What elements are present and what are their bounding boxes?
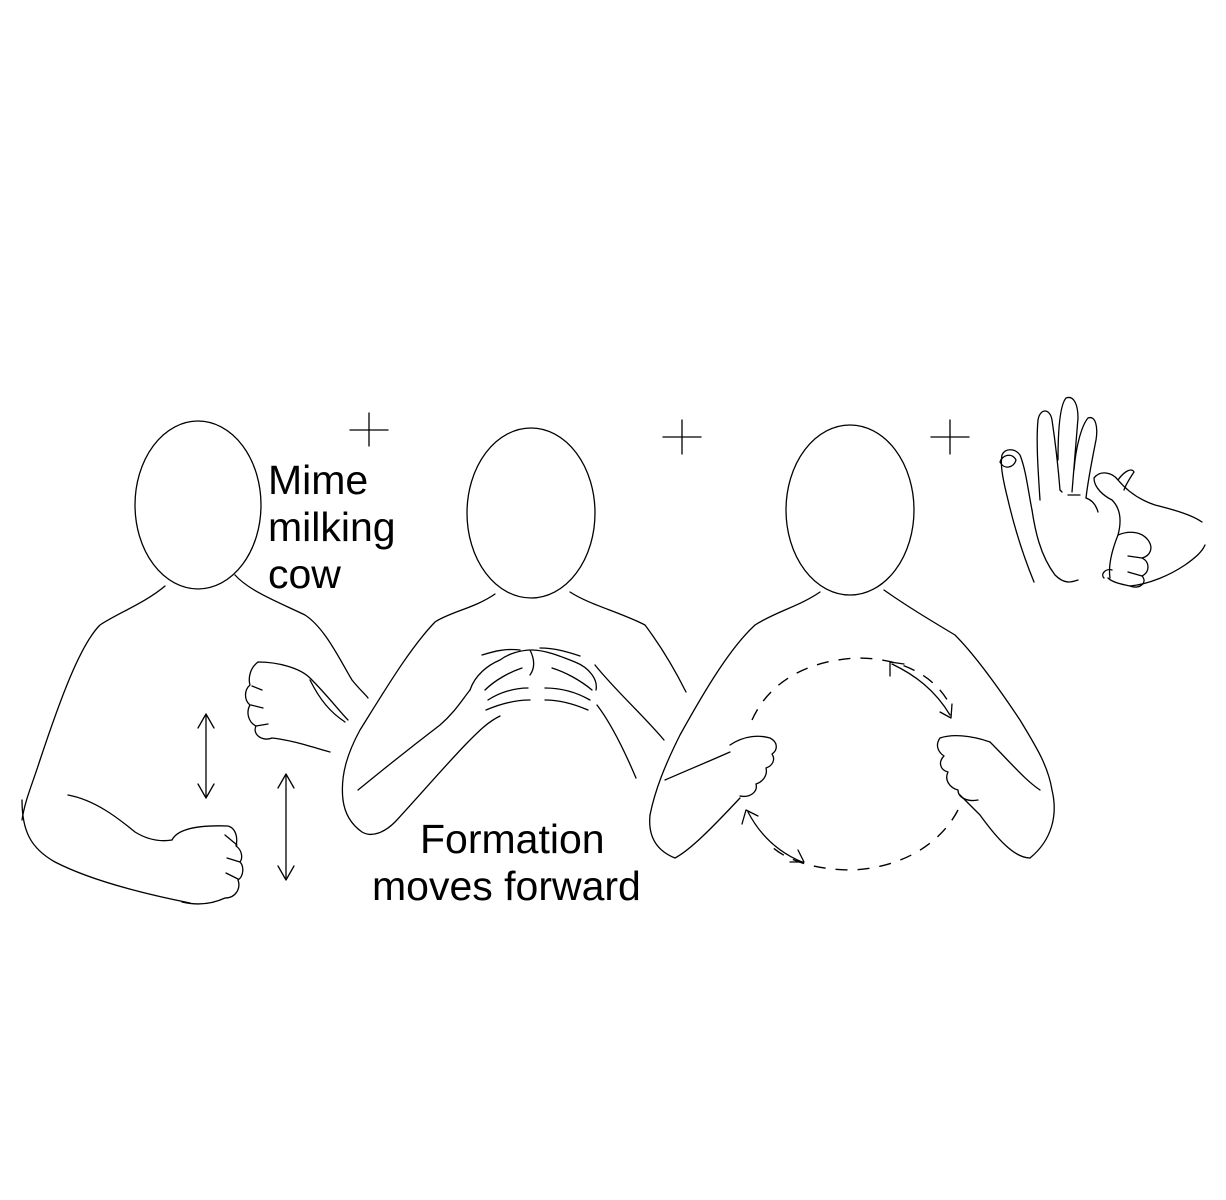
figure-3-right-fist: [936, 735, 991, 802]
figure-2-left-shoulder: [341, 593, 496, 801]
figure-3-left-arm-lower: [649, 751, 741, 859]
figure-1-lower-fist-knuckles: [224, 834, 241, 880]
figure-1-lower-fist: [171, 825, 244, 905]
figure-4-wrist-line: [1117, 469, 1135, 491]
figure-2-head: [466, 427, 596, 599]
figure-3-right-arm-lower: [959, 741, 1041, 859]
figure-3-head: [785, 424, 915, 596]
figure-1-upper-fist-knuckles: [250, 685, 269, 727]
figure-1-right-double-arrow-icon: [277, 773, 295, 881]
figure-4-flat-hand: [1000, 396, 1098, 583]
figure-2-right-shoulder: [569, 591, 687, 693]
plus-icon-3: [930, 419, 970, 455]
figure-4-pointing-hand: [1093, 472, 1203, 579]
figure-1-left-shoulder: [21, 585, 166, 821]
figure-2-fingers-left: [484, 667, 531, 711]
figure-2-left-arm: [342, 715, 501, 836]
figure-4-flat-hand-palm: [1031, 489, 1099, 583]
figure-3-right-shoulder: [883, 589, 1055, 859]
figure-3-motion-circle-lower: [769, 809, 959, 871]
figure-1-forearm-upper: [67, 794, 173, 842]
figure-3-lower-arrow-icon: [741, 809, 805, 863]
figure-1-left-arm-lower: [21, 799, 191, 904]
figure-4-pointing-hand-fingers: [1102, 531, 1152, 588]
figure-1-upper-fist: [244, 661, 349, 753]
figure-2-fingers-right: [544, 667, 593, 711]
figure-1-upper-arm: [309, 679, 346, 723]
figure-4-pointing-hand-back: [1129, 544, 1206, 587]
figure-2-right-arm: [594, 664, 665, 779]
plus-icon-1: [349, 412, 389, 447]
figure-1-right-shoulder: [234, 574, 369, 699]
figure-3-left-fist: [729, 735, 777, 798]
figure-3-upper-arrow-icon: [889, 661, 953, 719]
figure-4: [999, 396, 1206, 588]
figure-2-hands-tent: [469, 647, 597, 691]
mime-label-line-3: cow: [268, 551, 341, 597]
figure-3: [649, 424, 1055, 871]
figure-3-left-shoulder: [649, 591, 821, 816]
figure-2: [341, 427, 687, 836]
mime-label: Mime milking cow: [268, 457, 396, 597]
mime-label-line-1: Mime: [268, 457, 368, 503]
formation-label-line-2: moves forward: [372, 863, 641, 909]
mime-label-line-2: milking: [268, 504, 396, 550]
formation-label: Formation moves forward: [372, 816, 641, 909]
figure-4-thumbnail: [999, 454, 1017, 468]
figure-3-motion-circle: [751, 657, 951, 721]
figure-1: [21, 420, 369, 905]
formation-label-line-1: Formation: [420, 816, 605, 862]
figure-1-head: [134, 420, 262, 590]
plus-icon-2: [662, 419, 702, 455]
figure-2-left-forearm-inner: [357, 689, 471, 791]
figure-1-left-double-arrow-icon: [197, 713, 215, 799]
